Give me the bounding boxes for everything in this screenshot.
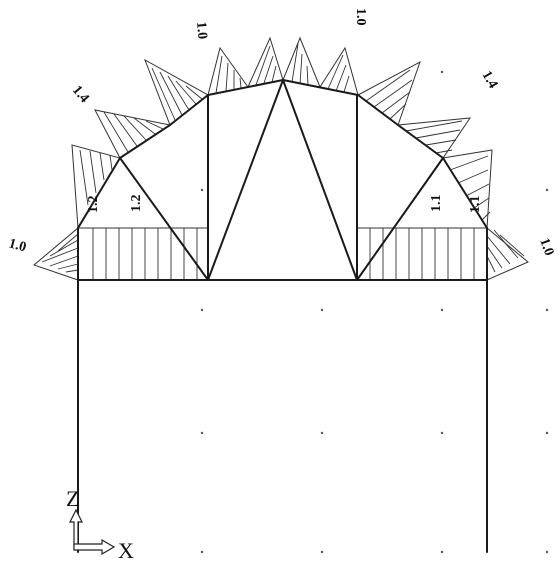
left-web-2	[207, 79, 284, 281]
right-eave-load	[486, 226, 529, 281]
label-left-crown: 1.0	[193, 21, 209, 40]
z-axis-label: Z	[66, 486, 79, 511]
grid-dot	[440, 431, 444, 435]
grid-dot	[545, 188, 549, 192]
grid-dot	[320, 308, 324, 312]
load-labels: 1.0 1.2 1.2 1.4 1.0 1.0 1.4 1.1 1.1 1.0	[7, 8, 556, 258]
grid-dots	[200, 70, 549, 554]
peak-left-load	[247, 36, 284, 88]
label-left-wall: 1.2	[86, 196, 101, 214]
left-web-1	[119, 157, 209, 281]
right-web-2	[356, 157, 444, 281]
right-web-1	[282, 79, 358, 281]
label-right-wall: 1.1	[468, 196, 483, 214]
label-right-slope-low: 1.1	[429, 195, 444, 213]
grid-dot	[440, 550, 444, 554]
grid-dot	[320, 431, 324, 435]
x-axis-label: X	[118, 538, 134, 563]
grid-dot	[545, 431, 549, 435]
grid-dot	[200, 188, 204, 192]
grid-dot	[545, 308, 549, 312]
label-right-crown: 1.0	[353, 8, 368, 26]
grid-dot	[440, 70, 444, 74]
label-right-slope-mid: 1.4	[479, 69, 501, 92]
grid-dot	[440, 308, 444, 312]
axis-indicator: Z X	[66, 486, 134, 563]
grid-dot	[320, 550, 324, 554]
left-slope-low-load	[71, 144, 121, 230]
z-axis-arrow-icon	[69, 508, 83, 549]
grid-dot	[200, 550, 204, 554]
grid-dot	[200, 308, 204, 312]
right-slope-high-load	[357, 60, 421, 126]
left-eave-load	[33, 226, 79, 281]
grid-dot	[545, 550, 549, 554]
left-slope-high-load	[144, 58, 209, 126]
x-axis-arrow-icon	[73, 538, 116, 556]
label-left-slope-low: 1.2	[129, 195, 144, 213]
label-left-eave: 1.0	[7, 236, 28, 255]
right-slope-low-load	[442, 149, 493, 230]
grid-dot	[200, 431, 204, 435]
label-left-slope-mid: 1.4	[69, 83, 92, 106]
frame	[77, 79, 488, 553]
label-right-eave: 1.0	[536, 236, 556, 258]
peak-right-load	[282, 36, 321, 88]
